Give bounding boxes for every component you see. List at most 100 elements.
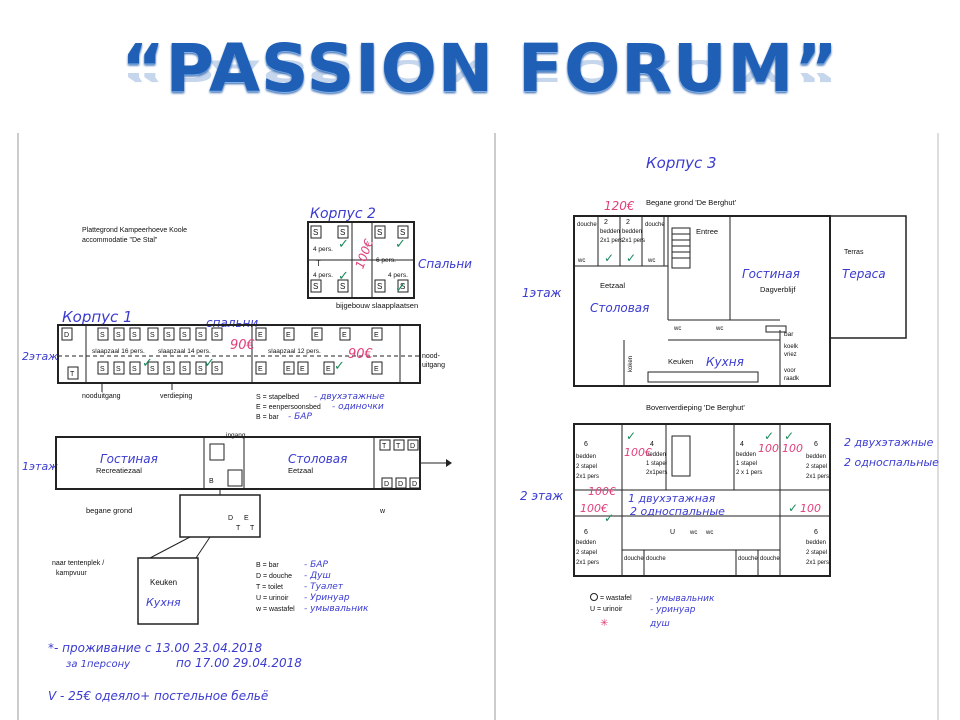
room-16pers: slaapzaal 16 pers. <box>92 348 145 355</box>
svg-text:✓: ✓ <box>334 359 345 374</box>
svg-text:S: S <box>100 366 105 373</box>
svg-text:E: E <box>342 332 347 339</box>
svg-text:- БАР: - БАР <box>288 412 312 422</box>
svg-text:✓: ✓ <box>338 269 349 284</box>
svg-text:✓: ✓ <box>626 429 636 443</box>
svg-text:100: 100 <box>758 442 779 455</box>
gostinaya-berghut: Гостиная <box>742 267 800 281</box>
svg-text:6: 6 <box>584 529 588 536</box>
svg-text:S: S <box>116 366 121 373</box>
svg-text:S: S <box>313 282 318 291</box>
eetzaal-label: Eetzaal <box>288 466 313 475</box>
svg-text:D: D <box>228 515 233 522</box>
nooduitgang-right-2: uitgang <box>422 362 445 369</box>
svg-text:U: U <box>670 529 675 536</box>
svg-text:100: 100 <box>782 442 803 455</box>
svg-text:✓: ✓ <box>204 356 215 371</box>
svg-text:bedden: bedden <box>576 540 596 546</box>
bed-row-top: D S S S S S S S S E E E E E <box>61 327 383 341</box>
stolovaya-label: Столовая <box>288 452 347 466</box>
upper-note-a: 1 двухэтажная <box>628 492 716 505</box>
korpus-1-building <box>57 324 421 384</box>
svg-text:100: 100 <box>800 502 821 515</box>
svg-text:B: B <box>209 478 214 485</box>
svg-text:2x1 pers: 2x1 pers <box>622 238 645 244</box>
svg-text:2x1 pers: 2x1 pers <box>806 560 829 566</box>
svg-text:T: T <box>250 525 255 532</box>
begane-grond-berghut: Begane grond 'De Berghut' <box>646 198 737 207</box>
svg-text:- Туалет: - Туалет <box>304 582 344 592</box>
legend-korpus-1: S = stapelbed - двухэтажные E = eenperso… <box>256 392 385 422</box>
svg-text:S: S <box>150 366 155 373</box>
svg-text:bedden: bedden <box>806 540 826 546</box>
etazh-1-berghut: 1этаж <box>522 286 562 300</box>
svg-text:S: S <box>132 332 137 339</box>
svg-text:S: S <box>340 282 345 291</box>
svg-text:6: 6 <box>584 441 588 448</box>
naar-label-1: naar tentenplek / <box>52 560 104 567</box>
svg-text:S: S <box>214 366 219 373</box>
k2-4pers-b: 4 pers. <box>313 272 333 279</box>
svg-text:S: S <box>166 366 171 373</box>
svg-text:voor: voor <box>784 368 796 374</box>
svg-text:S: S <box>150 332 155 339</box>
svg-text:✓: ✓ <box>338 237 349 252</box>
svg-text:T: T <box>396 443 401 450</box>
nooduitgang-right-1: nood- <box>422 353 441 360</box>
svg-text:4: 4 <box>740 441 744 448</box>
svg-text:2 stapel: 2 stapel <box>806 464 827 470</box>
svg-text:S: S <box>377 228 382 237</box>
svg-text:bedden: bedden <box>622 229 642 235</box>
page-title: “PASSION FORUM” <box>121 30 839 107</box>
svg-text:✓: ✓ <box>764 429 774 443</box>
svg-text:U = urinoir: U = urinoir <box>256 595 289 602</box>
note-bedding: V - 25€ одеяло+ постельное бельё <box>48 689 268 703</box>
svg-text:- уринуар: - уринуар <box>650 605 696 615</box>
price-100-k2: 100€ <box>353 237 377 271</box>
svg-text:S: S <box>198 332 203 339</box>
svg-text:100€: 100€ <box>588 485 616 498</box>
svg-text:Eetzaal: Eetzaal <box>600 281 625 290</box>
plan-title-1: Plattegrond Kampeerhoeve Koole <box>82 227 187 234</box>
svg-text:S: S <box>166 332 171 339</box>
svg-text:1 stapel: 1 stapel <box>736 461 757 467</box>
ground-floor-building <box>55 436 452 538</box>
nooduitgang-left: nooduitgang <box>82 393 121 400</box>
legend-berghut: = wastafel - умывальник U = urinoir - ур… <box>590 593 715 629</box>
svg-text:- Душ: - Душ <box>304 571 331 581</box>
k2-6pers: 6 pers. <box>376 257 396 264</box>
svg-text:T: T <box>236 525 241 532</box>
svg-text:2x1 pers: 2x1 pers <box>806 474 829 480</box>
svg-text:2x1pers: 2x1pers <box>646 470 667 476</box>
svg-text:2x1 pers: 2x1 pers <box>576 560 599 566</box>
side-note-b: 2 односпальные <box>844 456 939 469</box>
stolovaya-berghut: Столовая <box>590 301 649 315</box>
svg-text:2 x 1 pers: 2 x 1 pers <box>736 470 762 476</box>
etazh-2-label: 2этаж <box>22 350 58 363</box>
svg-text:bedden: bedden <box>646 452 666 458</box>
svg-text:- БАР: - БАР <box>304 560 328 570</box>
svg-text:E: E <box>244 515 249 522</box>
spalni-k1: спальни <box>206 316 258 330</box>
korpus-2-building <box>307 221 415 299</box>
ingang-label: ingang <box>226 432 246 439</box>
svg-text:S: S <box>116 332 121 339</box>
svg-text:E: E <box>258 332 263 339</box>
svg-text:T: T <box>316 259 321 268</box>
svg-text:S = stapelbed: S = stapelbed <box>256 394 299 401</box>
entree-label: Entree <box>696 227 718 236</box>
svg-text:S: S <box>400 228 405 237</box>
svg-text:douche: douche <box>646 556 666 562</box>
svg-text:bedden: bedden <box>806 454 826 460</box>
w-label: w <box>379 508 386 515</box>
svg-text:D = douche: D = douche <box>256 573 292 580</box>
svg-text:✓: ✓ <box>784 429 794 443</box>
svg-text:- умывальник: - умывальник <box>304 604 369 614</box>
svg-text:S: S <box>313 228 318 237</box>
svg-text:✳: ✳ <box>600 618 608 629</box>
svg-text:T: T <box>70 371 75 378</box>
svg-text:4: 4 <box>650 441 654 448</box>
svg-text:S: S <box>100 332 105 339</box>
svg-text:6: 6 <box>814 529 818 536</box>
